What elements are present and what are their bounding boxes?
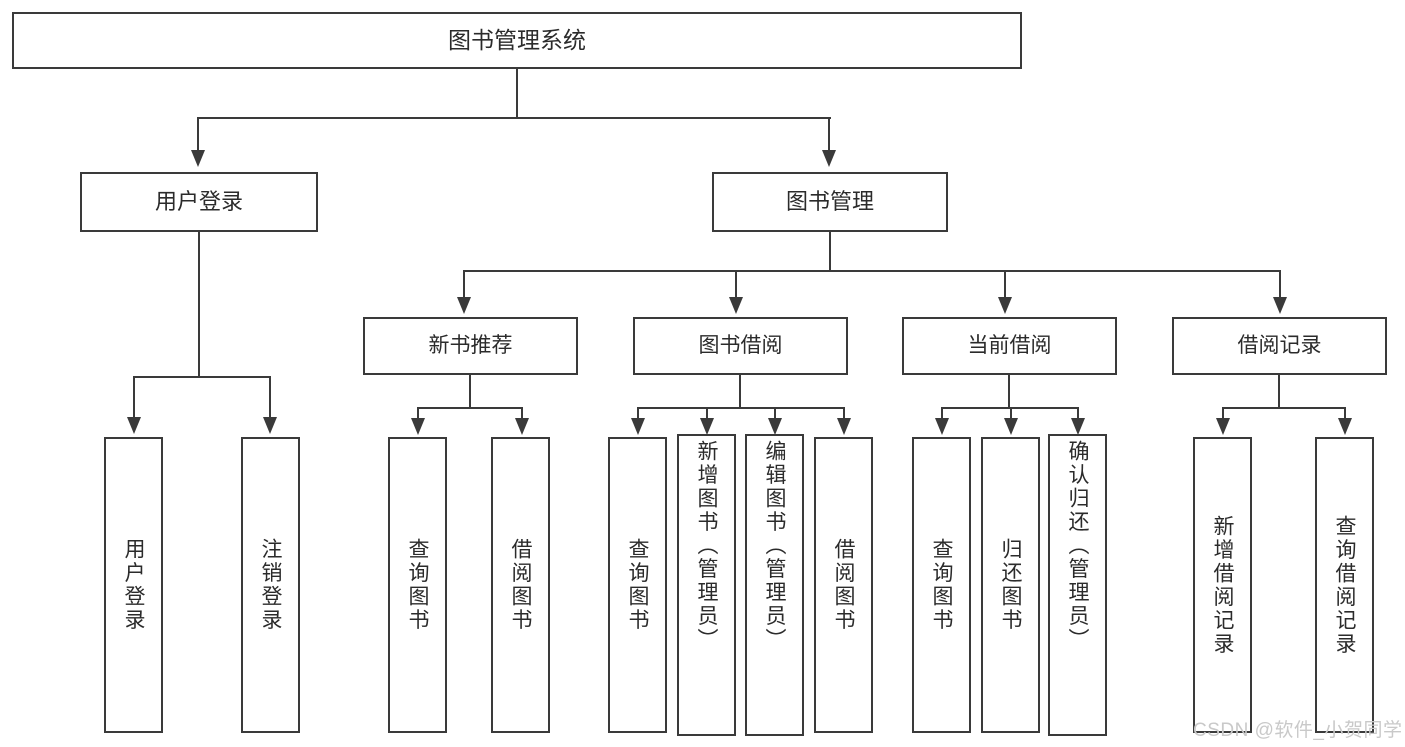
connector-drop-bb-lend — [843, 407, 846, 421]
connector-level2-bus — [463, 270, 1281, 273]
node-book-management[interactable]: 图书管理 — [712, 172, 948, 232]
connector-borrow-record-stem — [1278, 375, 1281, 409]
leaf-book-edit-admin[interactable]: 编辑图书（管理员） — [745, 434, 804, 736]
leaf-logout[interactable]: 注销登录 — [241, 437, 300, 733]
node-book-borrow[interactable]: 图书借阅 — [633, 317, 848, 375]
arrowhead-book-borrow — [729, 297, 743, 314]
connector-drop-br-add — [1222, 407, 1225, 421]
arrowhead-bb-lend — [837, 418, 851, 435]
node-label: 图书管理系统 — [448, 26, 586, 53]
arrowhead-bb-add — [700, 418, 714, 435]
arrowhead-book-management — [822, 150, 836, 167]
connector-new-book-bus — [417, 407, 523, 410]
connector-level1-bus — [197, 117, 831, 120]
node-label: 用户登录 — [154, 188, 243, 214]
arrowhead-current-borrow — [998, 297, 1012, 314]
arrowhead-nb-query — [411, 418, 425, 435]
arrowhead-cb-return — [1004, 418, 1018, 435]
leaf-label: 查询图书 — [626, 538, 649, 632]
connector-drop-user-login — [197, 117, 200, 153]
connector-user-login-stem — [198, 232, 201, 378]
arrowhead-new-book — [457, 297, 471, 314]
arrowhead-user-login — [191, 150, 205, 167]
leaf-label: 编辑图书（管理员） — [763, 440, 786, 652]
leaf-label: 查询借阅记录 — [1333, 514, 1356, 656]
connector-drop-nb-borrow — [521, 407, 524, 421]
connector-book-management-stem — [829, 232, 832, 272]
connector-drop-bb-add — [706, 407, 709, 421]
leaf-record-query[interactable]: 查询借阅记录 — [1315, 437, 1374, 733]
connector-user-login-bus — [133, 376, 271, 379]
leaf-book-add-admin[interactable]: 新增图书（管理员） — [677, 434, 736, 736]
leaf-confirm-return-admin[interactable]: 确认归还（管理员） — [1048, 434, 1107, 736]
leaf-book-lend[interactable]: 借阅图书 — [814, 437, 873, 733]
leaf-label: 借阅图书 — [832, 538, 855, 632]
node-label: 新书推荐 — [428, 334, 513, 358]
leaf-label: 注销登录 — [259, 538, 282, 632]
watermark-text: CSDN @软件_小贺同学 — [1193, 720, 1403, 741]
leaf-label: 新增图书（管理员） — [695, 440, 718, 652]
arrowhead-cb-query — [935, 418, 949, 435]
leaf-label: 归还图书 — [999, 538, 1022, 632]
node-label: 借阅记录 — [1237, 334, 1322, 358]
connector-drop-bb-query — [637, 407, 640, 421]
leaf-record-add[interactable]: 新增借阅记录 — [1193, 437, 1252, 733]
arrowhead-cb-confirm — [1071, 418, 1085, 435]
arrowhead-br-add — [1216, 418, 1230, 435]
connector-drop-book-borrow — [735, 270, 738, 300]
connector-root-stem — [516, 69, 519, 118]
connector-drop-nb-query — [417, 407, 420, 421]
node-label: 图书借阅 — [698, 334, 783, 358]
leaf-label: 借阅图书 — [509, 538, 532, 632]
connector-drop-leaf-user-login — [133, 376, 136, 420]
leaf-label: 查询图书 — [930, 538, 953, 632]
connector-drop-cb-confirm — [1077, 407, 1080, 421]
node-new-book-recommend[interactable]: 新书推荐 — [363, 317, 578, 375]
arrowhead-nb-borrow — [515, 418, 529, 435]
arrowhead-bb-edit — [768, 418, 782, 435]
leaf-label: 查询图书 — [406, 538, 429, 632]
connector-drop-new-book — [463, 270, 466, 300]
leaf-current-return[interactable]: 归还图书 — [981, 437, 1040, 733]
node-current-borrow[interactable]: 当前借阅 — [902, 317, 1117, 375]
connector-drop-bb-edit — [774, 407, 777, 421]
node-user-login[interactable]: 用户登录 — [80, 172, 318, 232]
leaf-current-query[interactable]: 查询图书 — [912, 437, 971, 733]
connector-drop-leaf-logout — [269, 376, 272, 420]
node-borrow-record[interactable]: 借阅记录 — [1172, 317, 1387, 375]
arrowhead-leaf-logout — [263, 417, 277, 434]
leaf-new-book-query[interactable]: 查询图书 — [388, 437, 447, 733]
arrowhead-leaf-user-login — [127, 417, 141, 434]
arrowhead-borrow-record — [1273, 297, 1287, 314]
leaf-user-login[interactable]: 用户登录 — [104, 437, 163, 733]
node-root-book-management-system[interactable]: 图书管理系统 — [12, 12, 1022, 69]
connector-new-book-stem — [469, 375, 472, 409]
leaf-label: 确认归还（管理员） — [1066, 440, 1089, 652]
connector-drop-cb-query — [941, 407, 944, 421]
leaf-book-borrow-query[interactable]: 查询图书 — [608, 437, 667, 733]
arrowhead-br-query — [1338, 418, 1352, 435]
connector-borrow-record-bus — [1222, 407, 1346, 410]
connector-current-borrow-stem — [1008, 375, 1011, 409]
node-label: 图书管理 — [785, 188, 874, 214]
connector-drop-current-borrow — [1004, 270, 1007, 300]
leaf-new-book-borrow[interactable]: 借阅图书 — [491, 437, 550, 733]
connector-book-borrow-bus — [637, 407, 845, 410]
leaf-label: 新增借阅记录 — [1211, 514, 1234, 656]
connector-drop-borrow-record — [1279, 270, 1282, 300]
watermark: CSDN @软件_小贺同学 — [1193, 715, 1402, 742]
connector-drop-br-query — [1344, 407, 1347, 421]
arrowhead-bb-query — [631, 418, 645, 435]
leaf-label: 用户登录 — [122, 538, 145, 632]
connector-drop-book-management — [828, 117, 831, 153]
node-label: 当前借阅 — [967, 334, 1052, 358]
connector-drop-cb-return — [1010, 407, 1013, 421]
connector-book-borrow-stem — [739, 375, 742, 409]
